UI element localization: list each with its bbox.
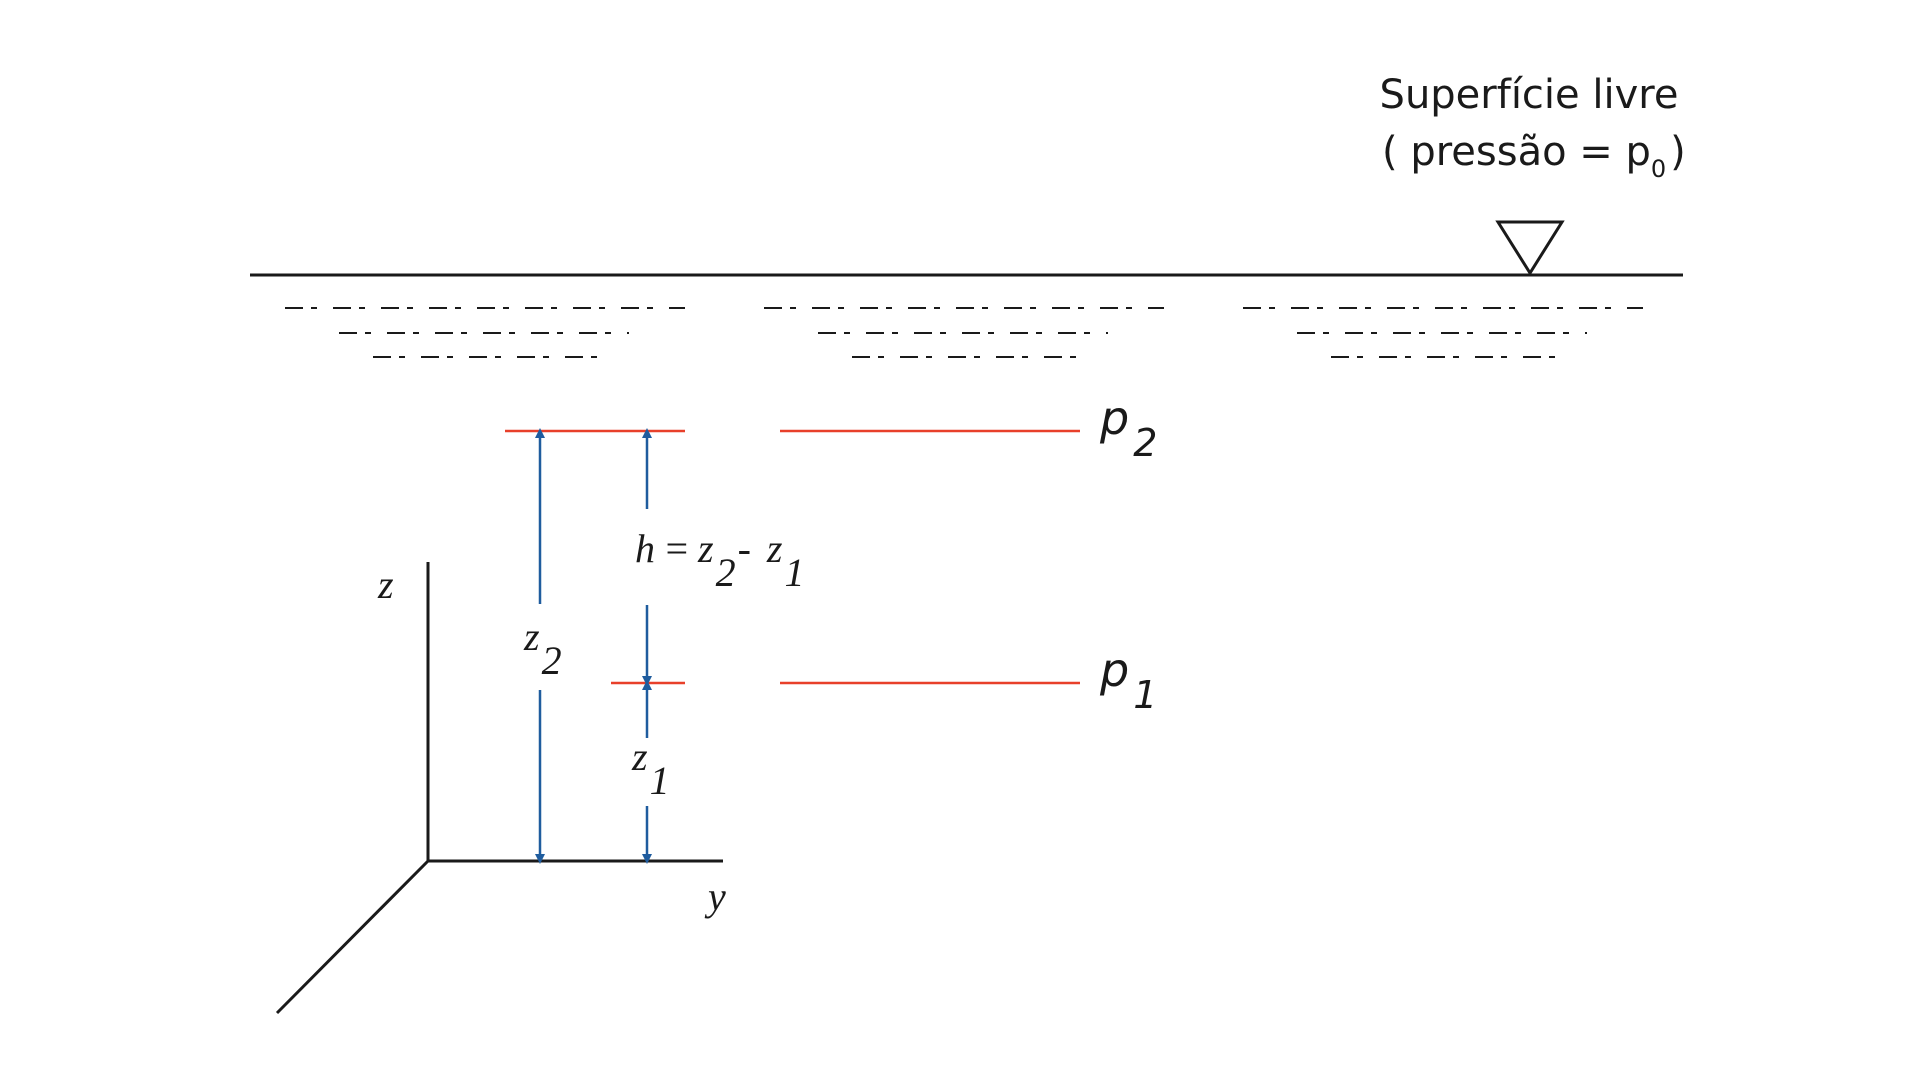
x-axis [275, 859, 430, 1015]
h-equation-label: h=z2-z1 [635, 526, 804, 595]
free-surface-label: Superfície livre ( pressão = p0) [1380, 72, 1686, 183]
z2-label: z2 [523, 614, 562, 683]
z1-label: z1 [631, 734, 670, 803]
pressure-subscript: 0 [1651, 155, 1666, 183]
pressure-suffix: ) [1670, 129, 1686, 175]
water-hatching [285, 307, 1643, 358]
free-surface-pressure: ( pressão = p0) [1382, 129, 1686, 183]
z-axis-label: z [377, 562, 394, 607]
free-surface-triangle-icon [1495, 220, 1565, 276]
y-axis-label: y [704, 874, 726, 919]
free-surface-title: Superfície livre [1380, 72, 1679, 118]
pressure-prefix: ( pressão = p [1382, 129, 1651, 175]
